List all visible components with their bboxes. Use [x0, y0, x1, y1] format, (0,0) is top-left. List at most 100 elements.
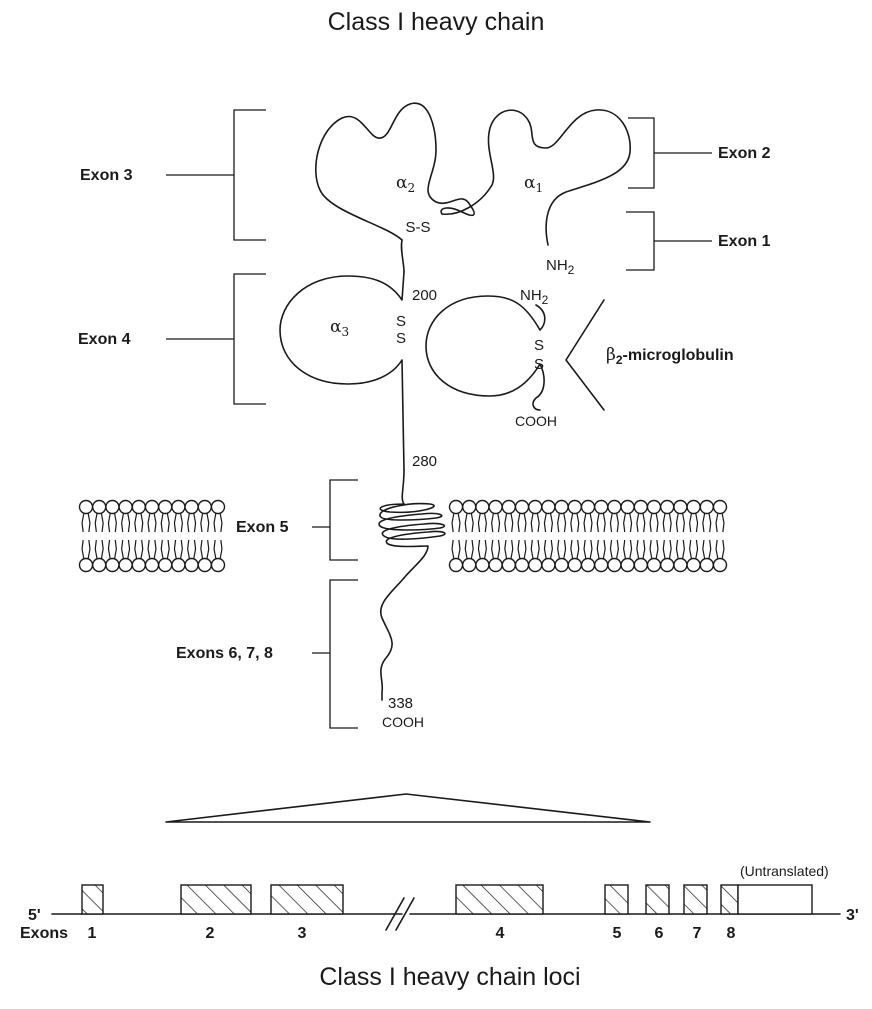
lipid-head	[700, 559, 713, 572]
lipid-tail	[624, 540, 626, 559]
lipid-head	[212, 501, 225, 514]
exon5-label: Exon 5	[236, 519, 289, 536]
lipid-tail	[558, 540, 560, 559]
lipid-tail	[690, 540, 692, 559]
alpha2-domain-label: α2	[396, 173, 415, 195]
lipid-tail	[174, 514, 176, 533]
lipid-tail	[498, 540, 500, 559]
lipid-tail	[82, 540, 84, 559]
lipid-head	[595, 559, 608, 572]
lipid-head	[212, 559, 225, 572]
disulfide-connector	[401, 240, 404, 272]
lipid-tail	[458, 514, 460, 533]
lipid-tail	[617, 514, 619, 533]
membrane-bilayer-right	[450, 501, 727, 572]
exon-box-2	[181, 885, 251, 914]
lipid-tail	[537, 514, 539, 533]
lipid-tail	[141, 540, 143, 559]
exon3-label: Exon 3	[80, 167, 133, 184]
lipid-tail	[577, 514, 579, 533]
lipid-tail	[571, 540, 573, 559]
lipid-tail	[603, 540, 605, 559]
exon5-bracket	[312, 480, 358, 560]
exon1-label: Exon 1	[718, 233, 771, 250]
lipid-head	[106, 501, 119, 514]
lipid-tail	[128, 514, 130, 533]
exon-box-8	[721, 885, 738, 914]
exon-number-8: 8	[727, 925, 736, 942]
lipid-head	[93, 559, 106, 572]
lipid-head	[648, 501, 661, 514]
lipid-head	[608, 559, 621, 572]
lipid-head	[516, 501, 529, 514]
alpha2-disulfide-label: S-S	[405, 219, 430, 236]
lipid-head	[450, 501, 463, 514]
exon4-label: Exon 4	[78, 331, 131, 348]
lipid-tail	[207, 514, 209, 533]
lipid-tail	[122, 514, 124, 533]
lipid-head	[555, 559, 568, 572]
lipid-head	[568, 559, 581, 572]
exon-number-7: 7	[693, 925, 702, 942]
exon-box-3	[271, 885, 343, 914]
lipid-tail	[101, 540, 103, 559]
lipid-tail	[214, 514, 216, 533]
three-prime-label: 3'	[846, 907, 859, 924]
heavy-chain-nh2-label: NH2	[546, 257, 575, 277]
lipid-tail	[669, 514, 671, 533]
exon4-bracket	[166, 274, 266, 404]
lipid-head	[172, 501, 185, 514]
lipid-tail	[194, 540, 196, 559]
lipid-head	[542, 501, 555, 514]
lipid-head	[687, 559, 700, 572]
exon-box-6	[646, 885, 669, 914]
lipid-head	[198, 501, 211, 514]
lipid-tail	[88, 514, 90, 533]
lipid-head	[542, 559, 555, 572]
beta2-microglobulin-domain	[426, 296, 545, 410]
exons678-label: Exons 6, 7, 8	[176, 645, 273, 662]
lipid-head	[172, 559, 185, 572]
lipid-head	[502, 559, 515, 572]
lipid-head	[489, 501, 502, 514]
lipid-tail	[643, 514, 645, 533]
gene-map-title: Class I heavy chain loci	[319, 963, 580, 991]
lipid-head	[185, 501, 198, 514]
lipid-tail	[558, 514, 560, 533]
lipid-tail	[471, 540, 473, 559]
lipid-tail	[617, 540, 619, 559]
lipid-tail	[188, 540, 190, 559]
lipid-head	[476, 501, 489, 514]
lipid-tail	[716, 540, 718, 559]
lipid-tail	[584, 514, 586, 533]
exon-number-1: 1	[88, 925, 97, 942]
lipid-tail	[610, 540, 612, 559]
lipid-tail	[676, 514, 678, 533]
cytoplasmic-tail	[381, 578, 404, 700]
lipid-tail	[101, 514, 103, 533]
lipid-head	[159, 501, 172, 514]
lipid-tail	[524, 540, 526, 559]
alpha3-s-bottom: S	[396, 330, 406, 347]
lipid-tail	[141, 514, 143, 533]
lipid-head	[159, 559, 172, 572]
lipid-tail	[518, 540, 520, 559]
lipid-head	[516, 559, 529, 572]
lipid-head	[489, 559, 502, 572]
lipid-tail	[610, 514, 612, 533]
lipid-tail	[115, 514, 117, 533]
lipid-tail	[650, 540, 652, 559]
lipid-tail	[544, 514, 546, 533]
exon-box-4	[456, 885, 543, 914]
lipid-head	[132, 501, 145, 514]
lipid-tail	[696, 540, 698, 559]
lipid-head	[555, 501, 568, 514]
lipid-tail	[122, 540, 124, 559]
lipid-tail	[577, 540, 579, 559]
lipid-tail	[663, 514, 665, 533]
lipid-head	[80, 559, 93, 572]
residue-338-label: 338	[388, 695, 413, 712]
lipid-tail	[597, 514, 599, 533]
lipid-tail	[637, 514, 639, 533]
lipid-tail	[207, 540, 209, 559]
